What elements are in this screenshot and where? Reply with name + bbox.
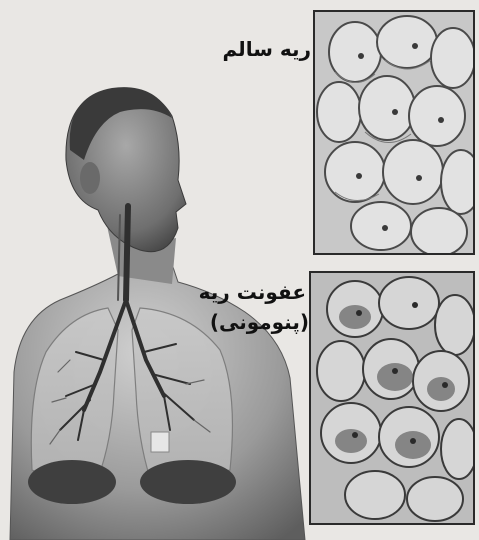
healthy-alveoli-icon xyxy=(315,12,473,253)
left-lower-lobe xyxy=(28,460,116,504)
right-lower-lobe xyxy=(140,460,236,504)
magnified-area-marker xyxy=(151,432,169,452)
healthy-lung-label: ریه سالم xyxy=(191,38,311,61)
infected-alveoli-panel xyxy=(309,271,475,525)
pneumonia-label: (پنومونی) xyxy=(179,311,309,334)
healthy-alveoli-panel xyxy=(313,10,475,255)
infected-alveoli-icon xyxy=(311,273,473,523)
infected-lung-label: عفونت ریه xyxy=(176,281,306,304)
